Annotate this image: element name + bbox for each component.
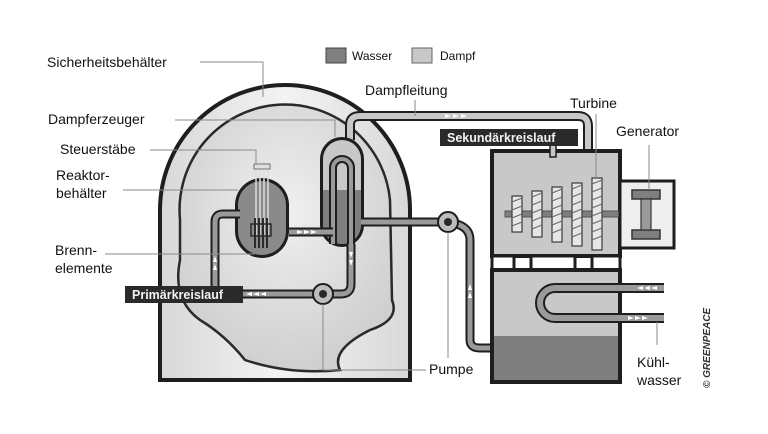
label-pump: Pumpe [429,361,474,377]
credit-greenpeace: © GREENPEACE [702,308,713,388]
label-reactor-vessel-2: behälter [56,185,107,201]
primary-loop-tag: Primärkreislauf [125,286,243,303]
condenser-water [494,336,618,380]
label-steam-generator: Dampferzeuger [48,111,145,127]
fuel-elements [254,218,268,248]
condenser [490,254,664,384]
leader-lines [105,61,658,371]
legend: Wasser Dampf [325,47,476,64]
label-containment: Sicherheitsbehälter [47,54,167,70]
flow-arrows-cooling [628,286,657,320]
reactor-vessel [235,163,289,258]
label-fuel-elements-2: elemente [55,260,113,276]
flow-arrows-primary [213,230,353,296]
label-generator: Generator [616,123,679,139]
generator [618,179,676,250]
label-cooling-water-1: Kühl- [637,354,670,370]
legend-label-water: Wasser [352,49,392,63]
legend-swatch-water [325,47,347,64]
label-cooling-water-2: wasser [636,372,682,388]
secondary-loop-tag-text: Sekundärkreislauf [447,131,556,145]
label-steam-line: Dampfleitung [365,82,448,98]
label-reactor-vessel-1: Reaktor- [56,167,110,183]
primary-loop-pipes [210,209,356,305]
secondary-loop-tag: Sekundärkreislauf [440,129,578,146]
primary-loop-tag-text: Primärkreislauf [132,288,224,302]
flow-arrows-steam [445,114,467,118]
legend-label-steam: Dampf [440,49,476,63]
label-control-rods: Steuerstäbe [60,141,136,157]
legend-swatch-steam [411,47,433,64]
control-rod-head [253,163,271,170]
steam-generator [320,137,364,247]
labels: Sicherheitsbehälter Dampferzeuger Steuer… [47,54,682,388]
turbine-housing [490,142,661,258]
label-turbine: Turbine [570,95,617,111]
secondary-feed-pipe [361,211,492,353]
primary-pump-icon [312,283,334,305]
feedwater-pump-icon [437,211,459,233]
steam-line-pipe [345,111,593,150]
flow-arrows-feed [468,284,472,298]
label-fuel-elements-1: Brenn- [55,242,97,258]
